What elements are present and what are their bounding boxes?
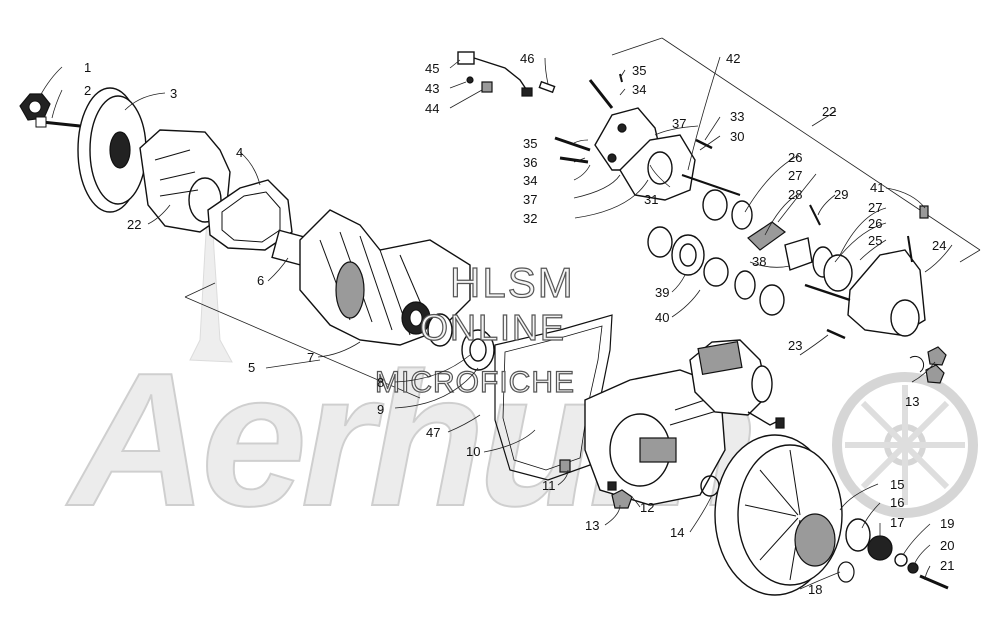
callout-16: 16 (890, 495, 904, 510)
small-hardware-center (559, 459, 720, 509)
callout-42: 42 (726, 51, 740, 66)
callout-9: 9 (377, 402, 384, 417)
watermark-line-2: ONLINE (420, 307, 566, 348)
callout-40: 40 (655, 310, 669, 325)
callout-11: 11 (542, 478, 556, 493)
callout-22-right: 22 (822, 104, 836, 119)
callout-14: 14 (670, 525, 684, 540)
callout-17: 17 (890, 515, 904, 530)
callout-26-top: 26 (788, 150, 802, 165)
bolt-part (35, 116, 81, 128)
watermark-line-1: HLSM (450, 259, 575, 306)
callout-22-left: 22 (127, 217, 141, 232)
harness-part (457, 51, 556, 97)
callout-labels: 1 2 3 4 5 6 7 8 9 10 11 12 13 13 14 15 1… (84, 51, 954, 597)
callout-6: 6 (257, 273, 264, 288)
drive-nut-part (19, 93, 51, 121)
case-housing-left-part (139, 129, 231, 233)
callout-47: 47 (426, 425, 440, 440)
callout-18: 18 (808, 582, 822, 597)
callout-26-bottom: 26 (868, 216, 882, 231)
callout-25: 25 (868, 233, 882, 248)
callout-15: 15 (890, 477, 904, 492)
callout-13-right: 13 (905, 394, 919, 409)
bearings-right-part (702, 189, 853, 292)
shaft-part (681, 138, 741, 196)
callout-44: 44 (425, 101, 439, 116)
callout-12: 12 (640, 500, 654, 515)
driven-clutch-part (714, 434, 949, 596)
fixed-sheave-part (77, 87, 147, 213)
callout-7: 7 (307, 350, 314, 365)
bearing-part (401, 301, 431, 335)
callout-46: 46 (520, 51, 534, 66)
left-seal-stack-part (647, 226, 785, 316)
callout-35-top: 35 (632, 63, 646, 78)
callout-38: 38 (752, 254, 766, 269)
callout-10: 10 (466, 444, 480, 459)
callout-24: 24 (932, 238, 946, 253)
callout-23: 23 (788, 338, 802, 353)
callout-35-bottom: 35 (523, 136, 537, 151)
gear-case-part (584, 369, 726, 506)
callout-1: 1 (84, 60, 91, 75)
callout-3: 3 (170, 86, 177, 101)
callout-13-left: 13 (585, 518, 599, 533)
callout-43: 43 (425, 81, 439, 96)
callout-19: 19 (940, 516, 954, 531)
callout-31: 31 (644, 192, 658, 207)
callout-27-top: 27 (788, 168, 802, 183)
callout-37-top: 37 (672, 116, 686, 131)
callout-32: 32 (523, 211, 537, 226)
callout-21: 21 (940, 558, 954, 573)
callout-27-bottom: 27 (868, 200, 882, 215)
callout-20: 20 (940, 538, 954, 553)
callout-28: 28 (788, 187, 802, 202)
callout-37-bottom: 37 (523, 192, 537, 207)
gearcase-housing-right-part (804, 205, 947, 384)
leader-lines (39, 56, 953, 590)
bracket-plate-part (554, 73, 696, 201)
callout-30: 30 (730, 129, 744, 144)
callout-5: 5 (248, 360, 255, 375)
callout-33: 33 (730, 109, 744, 124)
callout-39: 39 (655, 285, 669, 300)
callout-8: 8 (377, 375, 384, 390)
callout-2: 2 (84, 83, 91, 98)
callout-36: 36 (523, 155, 537, 170)
callout-41: 41 (870, 180, 884, 195)
callout-4: 4 (236, 145, 243, 160)
seal-ring-part (427, 313, 495, 371)
callout-45: 45 (425, 61, 439, 76)
watermark-line-3: MICROFICHE (375, 366, 575, 399)
callout-29: 29 (834, 187, 848, 202)
callout-34-bottom: 34 (523, 173, 537, 188)
reverse-motor-part (689, 339, 785, 429)
callout-34-top: 34 (632, 82, 646, 97)
watermark-text: HLSM ONLINE MICROFICHE (374, 258, 575, 399)
